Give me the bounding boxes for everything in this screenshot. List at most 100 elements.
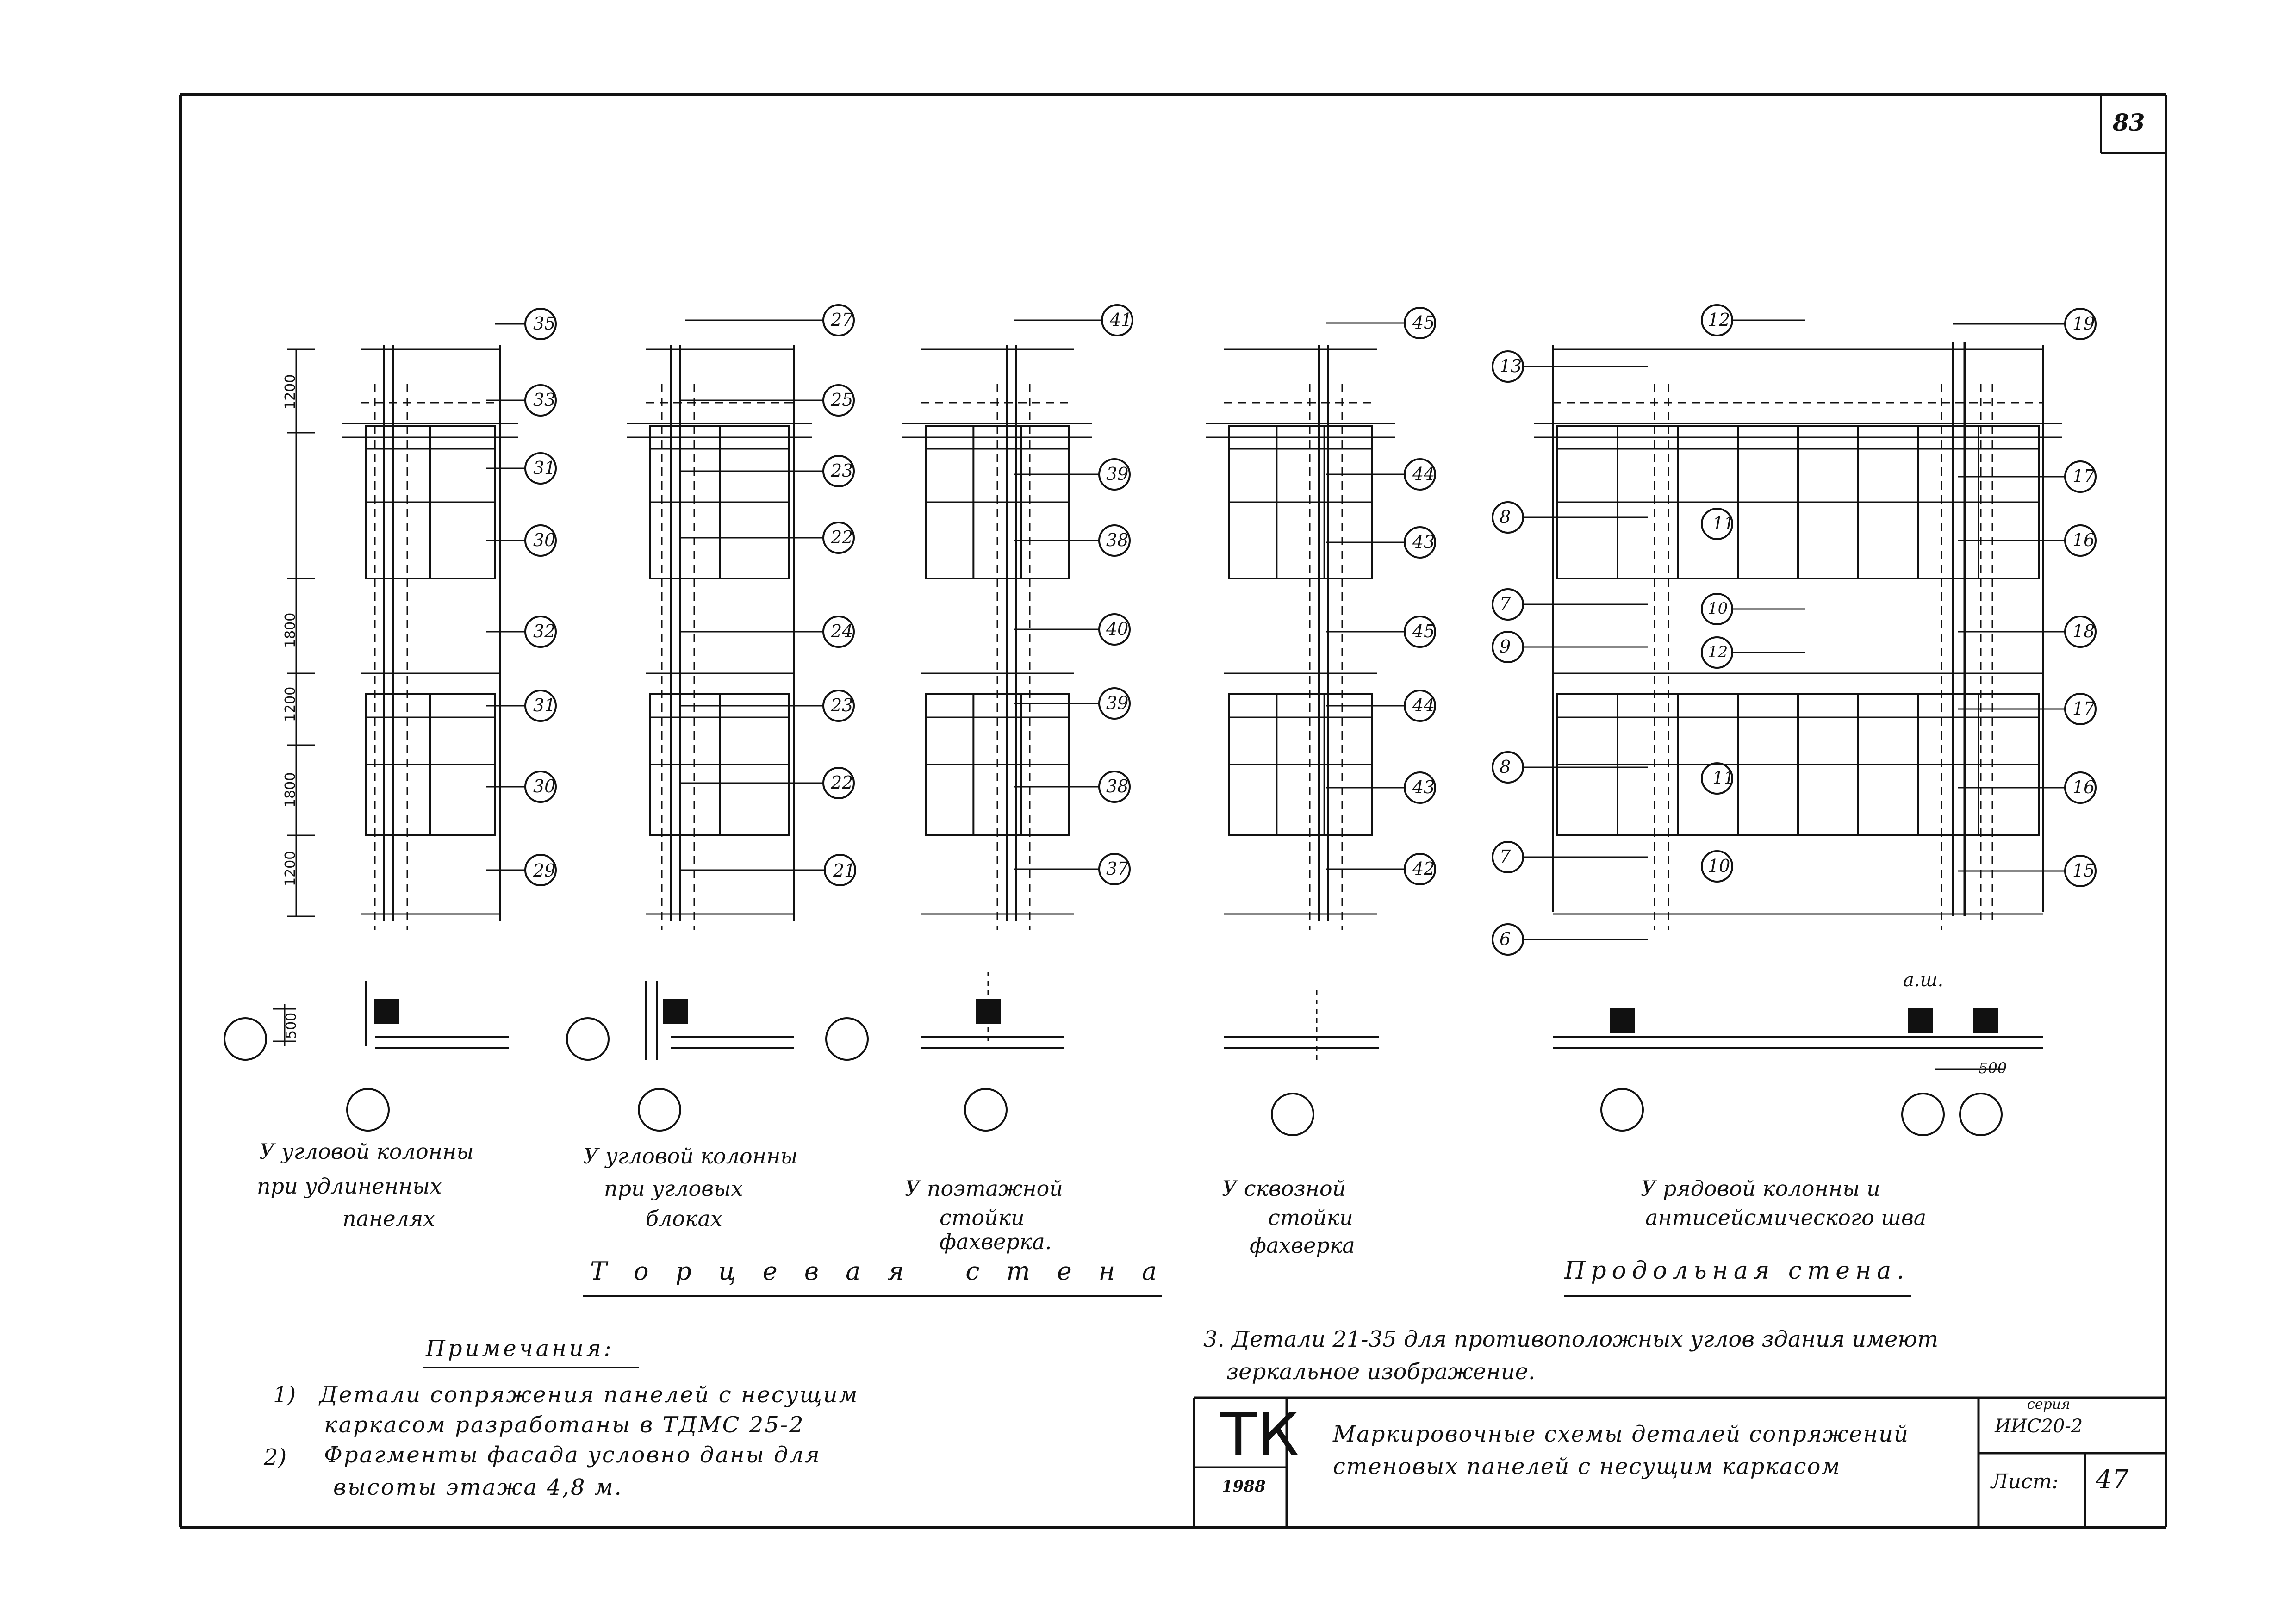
marker-label: 25 bbox=[831, 390, 853, 410]
marker-label: 32 bbox=[533, 621, 556, 641]
marker-label: 42 bbox=[1412, 858, 1435, 879]
drawing-year: 1988 bbox=[1222, 1477, 1266, 1496]
marker-label: 19 bbox=[2072, 313, 2095, 334]
page-number: 83 bbox=[2113, 109, 2145, 136]
sheet-label: Лист: bbox=[1991, 1470, 2059, 1493]
marker-label: 22 bbox=[831, 527, 853, 547]
marker-label: 35 bbox=[533, 313, 556, 334]
note-2-number: 2) bbox=[264, 1444, 287, 1470]
note-2-line-2: высоты этажа 4,8 м. bbox=[333, 1474, 623, 1500]
marker-label: 23 bbox=[831, 460, 853, 481]
marker-label: 17 bbox=[2072, 466, 2095, 486]
marker-label: 16 bbox=[2072, 530, 2095, 550]
marker-label: 43 bbox=[1412, 532, 1435, 552]
caption-corner-column-long-panels-2: при удлиненных bbox=[257, 1174, 442, 1199]
caption-row-column-2: антисейсмического шва bbox=[1645, 1205, 1927, 1230]
marker-label: 31 bbox=[533, 695, 556, 715]
marker-label: 7 bbox=[1500, 846, 1511, 867]
axis-circle bbox=[825, 1017, 869, 1061]
caption-through-post-2: стойки bbox=[1268, 1205, 1353, 1230]
caption-corner-column-long-panels-3: панелях bbox=[342, 1206, 436, 1231]
notes-heading: Примечания: bbox=[426, 1336, 614, 1362]
marker-label: 12 bbox=[1708, 310, 1730, 330]
note-2-line-1: Фрагменты фасада условно даны для bbox=[324, 1442, 821, 1468]
marker-label: 31 bbox=[533, 458, 556, 478]
marker-label: 33 bbox=[533, 390, 556, 410]
caption-corner-column-corner-blocks-1: У угловой колонны bbox=[583, 1144, 798, 1169]
marker-label: 27 bbox=[831, 310, 853, 330]
organization-logo: ТК bbox=[1220, 1399, 1300, 1470]
marker-label: 29 bbox=[533, 860, 556, 881]
note-1-number: 1) bbox=[273, 1382, 296, 1408]
marker-label: 44 bbox=[1412, 695, 1435, 715]
marker-label: 18 bbox=[2072, 621, 2095, 641]
axis-circle bbox=[346, 1088, 390, 1132]
marker-label: 10 bbox=[1708, 856, 1730, 876]
caption-through-post-1: У сквозной bbox=[1222, 1176, 1346, 1201]
caption-floor-post-2: стойки bbox=[940, 1205, 1025, 1230]
marker-label: 9 bbox=[1500, 636, 1511, 657]
caption-corner-column-corner-blocks-3: блоках bbox=[646, 1206, 722, 1231]
axis-circle bbox=[566, 1017, 610, 1061]
sheet-number: 47 bbox=[2096, 1465, 2129, 1495]
drawing-title-line-1: Маркировочные схемы деталей сопряжений bbox=[1333, 1421, 1909, 1447]
marker-label: 15 bbox=[2072, 860, 2095, 881]
axis-circle bbox=[224, 1017, 267, 1061]
marker-circle bbox=[1701, 508, 1733, 540]
axis-circle bbox=[1600, 1088, 1644, 1132]
plan-column bbox=[1973, 1008, 1998, 1033]
marker-label: 45 bbox=[1412, 312, 1435, 333]
axis-circle bbox=[964, 1088, 1008, 1132]
marker-label: 41 bbox=[1110, 310, 1132, 330]
marker-label: 11 bbox=[1712, 513, 1735, 534]
marker-label: 30 bbox=[533, 530, 556, 550]
section-title-long-wall: Продольная стена. bbox=[1564, 1257, 1910, 1285]
caption-floor-post-3: фахверка. bbox=[940, 1229, 1052, 1254]
series-value: ИИС20-2 bbox=[1995, 1416, 2083, 1437]
seam-label: а.ш. bbox=[1903, 970, 1944, 991]
marker-label: 7 bbox=[1500, 594, 1511, 614]
axis-circle bbox=[1901, 1093, 1945, 1136]
marker-label: 10 bbox=[1708, 599, 1728, 618]
caption-row-column-1: У рядовой колонны и bbox=[1641, 1176, 1880, 1201]
marker-label: 6 bbox=[1500, 929, 1511, 949]
drawing-title-line-2: стеновых панелей с несущим каркасом bbox=[1333, 1454, 1841, 1480]
marker-label: 24 bbox=[831, 621, 853, 641]
plan-column bbox=[1908, 1008, 1933, 1033]
note-1-line-1: Детали сопряжения панелей с несущим bbox=[319, 1382, 859, 1408]
dim-label: 1200 bbox=[282, 374, 299, 410]
series-label: серия bbox=[2027, 1396, 2070, 1412]
marker-label: 8 bbox=[1500, 757, 1511, 777]
plan-column bbox=[663, 999, 688, 1024]
marker-label: 39 bbox=[1106, 693, 1129, 713]
axis-circle bbox=[1271, 1093, 1314, 1136]
marker-label: 23 bbox=[831, 695, 853, 715]
marker-label: 8 bbox=[1500, 507, 1511, 527]
marker-circle bbox=[1701, 850, 1733, 883]
section-title-end-wall: Торцевая стена bbox=[590, 1256, 1184, 1286]
marker-label: 37 bbox=[1106, 858, 1129, 879]
dim-label: 1200 bbox=[282, 851, 299, 886]
dim-label: 1200 bbox=[282, 686, 299, 722]
marker-label: 38 bbox=[1106, 776, 1129, 796]
marker-label: 43 bbox=[1412, 777, 1435, 797]
marker-label: 12 bbox=[1708, 643, 1728, 661]
marker-label: 11 bbox=[1712, 768, 1735, 788]
marker-label: 30 bbox=[533, 776, 556, 796]
dim-label: 500 bbox=[283, 1012, 299, 1039]
caption-floor-post-1: У поэтажной bbox=[905, 1176, 1063, 1201]
plan-column bbox=[374, 999, 399, 1024]
dim-label: 1800 bbox=[282, 772, 299, 808]
marker-label: 22 bbox=[831, 772, 853, 793]
marker-label: 21 bbox=[833, 860, 856, 881]
marker-label: 40 bbox=[1106, 619, 1129, 639]
note-1-line-2: каркасом разработаны в ТДМС 25-2 bbox=[324, 1412, 805, 1438]
marker-label: 39 bbox=[1106, 464, 1129, 484]
marker-label: 45 bbox=[1412, 621, 1435, 641]
dim-label: 1800 bbox=[282, 612, 299, 648]
marker-label: 16 bbox=[2072, 777, 2095, 797]
axis-circle bbox=[638, 1088, 681, 1132]
marker-label: 13 bbox=[1500, 356, 1522, 376]
